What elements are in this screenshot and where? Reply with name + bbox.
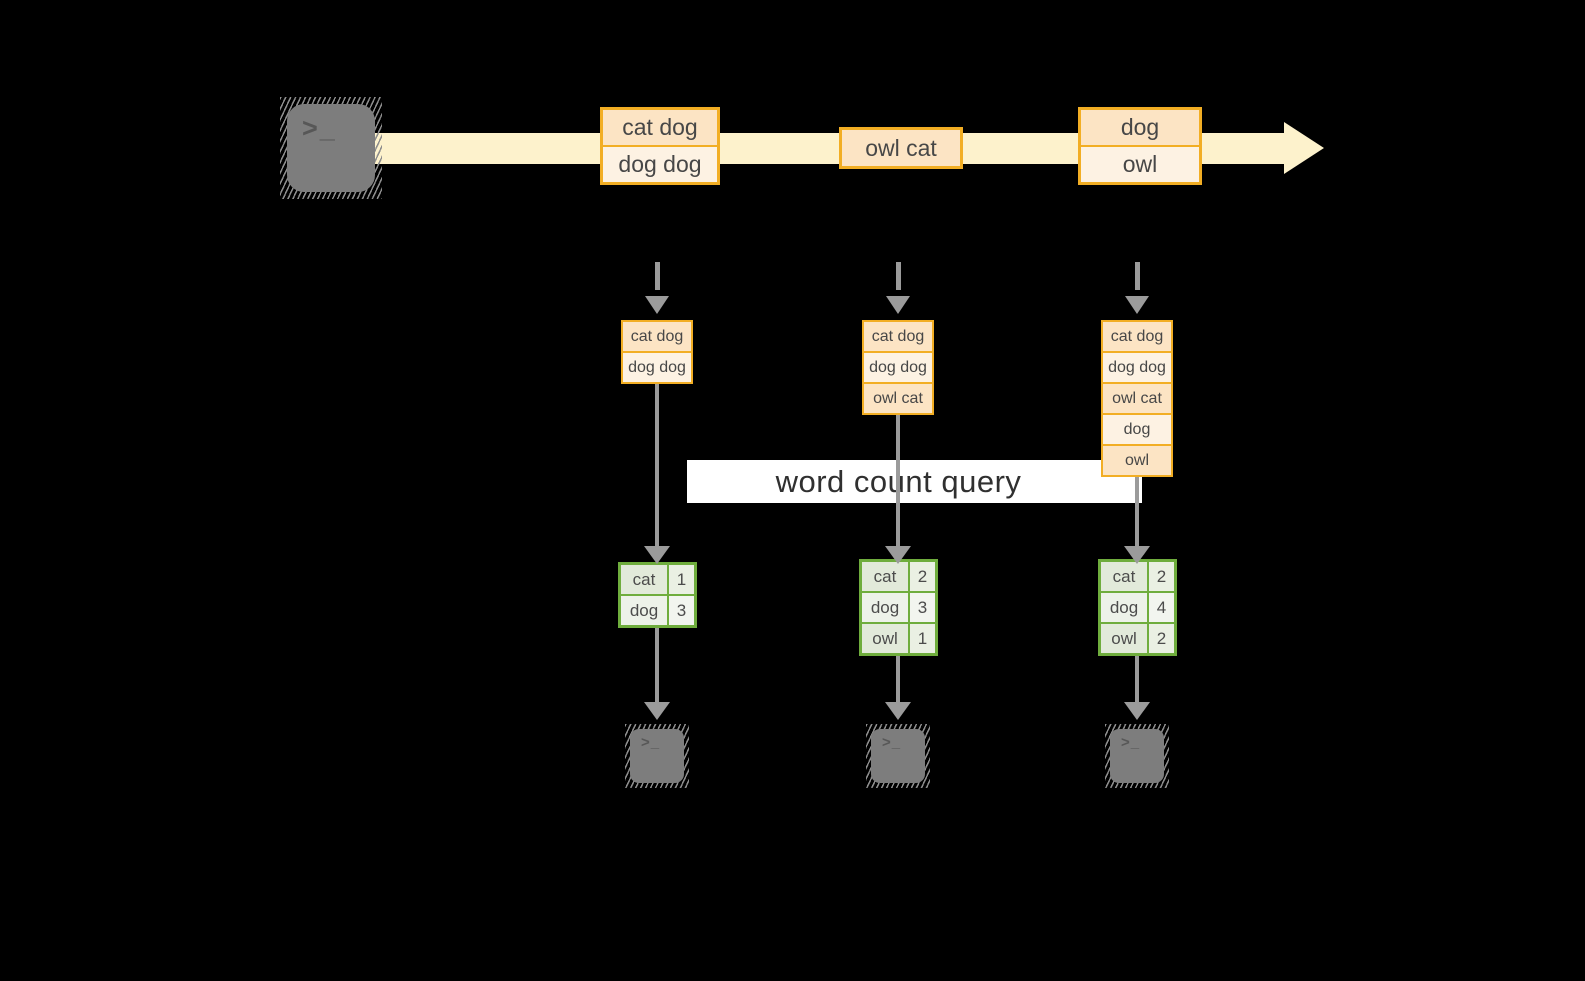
output-arrow-head-icon — [885, 702, 911, 720]
count-row: owl 1 — [862, 622, 935, 653]
sink-terminal-icon: >_ — [1105, 724, 1169, 788]
count-word-cell: owl — [1101, 624, 1149, 653]
query-arrow-head-icon — [644, 546, 670, 564]
sink-terminal-icon: >_ — [625, 724, 689, 788]
stream-message-line: dog — [1081, 110, 1199, 145]
stream-message-line: owl — [1081, 145, 1199, 182]
ingest-arrow-dash — [896, 262, 901, 290]
state-row: dog — [1103, 413, 1171, 444]
terminal-screen: >_ — [1110, 729, 1164, 783]
count-row: cat 1 — [621, 565, 694, 594]
ingest-arrow-head-icon — [645, 296, 669, 314]
count-word-cell: dog — [1101, 593, 1149, 622]
count-value-cell: 2 — [1149, 562, 1174, 591]
query-arrow-line — [655, 384, 659, 546]
count-word-cell: dog — [862, 593, 910, 622]
state-stack-3: cat dog dog dog owl cat dog owl — [1101, 320, 1173, 477]
word-count-table-3: cat 2 dog 4 owl 2 — [1098, 559, 1177, 656]
count-value-cell: 3 — [910, 593, 935, 622]
count-row: dog 3 — [862, 591, 935, 622]
output-arrow-head-icon — [1124, 702, 1150, 720]
count-value-cell: 4 — [1149, 593, 1174, 622]
count-value-cell: 1 — [669, 565, 694, 594]
state-row: cat dog — [864, 322, 932, 351]
query-arrow-line — [1135, 477, 1139, 546]
state-row: dog dog — [1103, 351, 1171, 382]
terminal-screen: >_ — [287, 104, 375, 192]
stream-message-box-1: cat dog dog dog — [600, 107, 720, 185]
word-count-table-1: cat 1 dog 3 — [618, 562, 697, 628]
state-row: owl — [1103, 444, 1171, 475]
stream-message-box-3: dog owl — [1078, 107, 1202, 185]
output-arrow-head-icon — [644, 702, 670, 720]
ingest-arrow-head-icon — [1125, 296, 1149, 314]
source-terminal-icon: >_ — [280, 97, 382, 199]
ingest-arrow-dash — [655, 262, 660, 290]
query-arrow-head-icon — [885, 546, 911, 564]
count-row: cat 2 — [862, 562, 935, 591]
state-row: owl cat — [1103, 382, 1171, 413]
output-arrow-line — [655, 628, 659, 702]
terminal-screen: >_ — [630, 729, 684, 783]
count-row: dog 3 — [621, 594, 694, 625]
stream-arrow-head-icon — [1284, 122, 1324, 174]
state-row: dog dog — [623, 351, 691, 382]
stream-message-box-2: owl cat — [839, 127, 963, 169]
count-word-cell: owl — [862, 624, 910, 653]
stream-message-line: dog dog — [603, 145, 717, 182]
state-row: cat dog — [1103, 322, 1171, 351]
terminal-prompt-glyph: >_ — [302, 113, 337, 143]
output-arrow-line — [896, 656, 900, 702]
word-count-table-2: cat 2 dog 3 owl 1 — [859, 559, 938, 656]
state-row: owl cat — [864, 382, 932, 413]
output-arrow-line — [1135, 656, 1139, 702]
terminal-screen: >_ — [871, 729, 925, 783]
stream-message-line: cat dog — [603, 110, 717, 145]
count-value-cell: 3 — [669, 596, 694, 625]
count-row: dog 4 — [1101, 591, 1174, 622]
count-word-cell: cat — [862, 562, 910, 591]
query-label-band: word count query — [687, 460, 1142, 503]
query-arrow-line — [896, 415, 900, 546]
terminal-prompt-glyph: >_ — [882, 734, 902, 751]
state-row: cat dog — [623, 322, 691, 351]
ingest-arrow-dash — [1135, 262, 1140, 290]
count-value-cell: 1 — [910, 624, 935, 653]
stream-message-line: owl cat — [842, 130, 960, 166]
count-value-cell: 2 — [910, 562, 935, 591]
count-word-cell: cat — [1101, 562, 1149, 591]
state-row: dog dog — [864, 351, 932, 382]
count-word-cell: dog — [621, 596, 669, 625]
terminal-prompt-glyph: >_ — [1121, 734, 1141, 751]
state-stack-1: cat dog dog dog — [621, 320, 693, 384]
count-value-cell: 2 — [1149, 624, 1174, 653]
query-arrow-head-icon — [1124, 546, 1150, 564]
count-word-cell: cat — [621, 565, 669, 594]
state-stack-2: cat dog dog dog owl cat — [862, 320, 934, 415]
count-row: cat 2 — [1101, 562, 1174, 591]
terminal-prompt-glyph: >_ — [641, 734, 661, 751]
count-row: owl 2 — [1101, 622, 1174, 653]
sink-terminal-icon: >_ — [866, 724, 930, 788]
ingest-arrow-head-icon — [886, 296, 910, 314]
